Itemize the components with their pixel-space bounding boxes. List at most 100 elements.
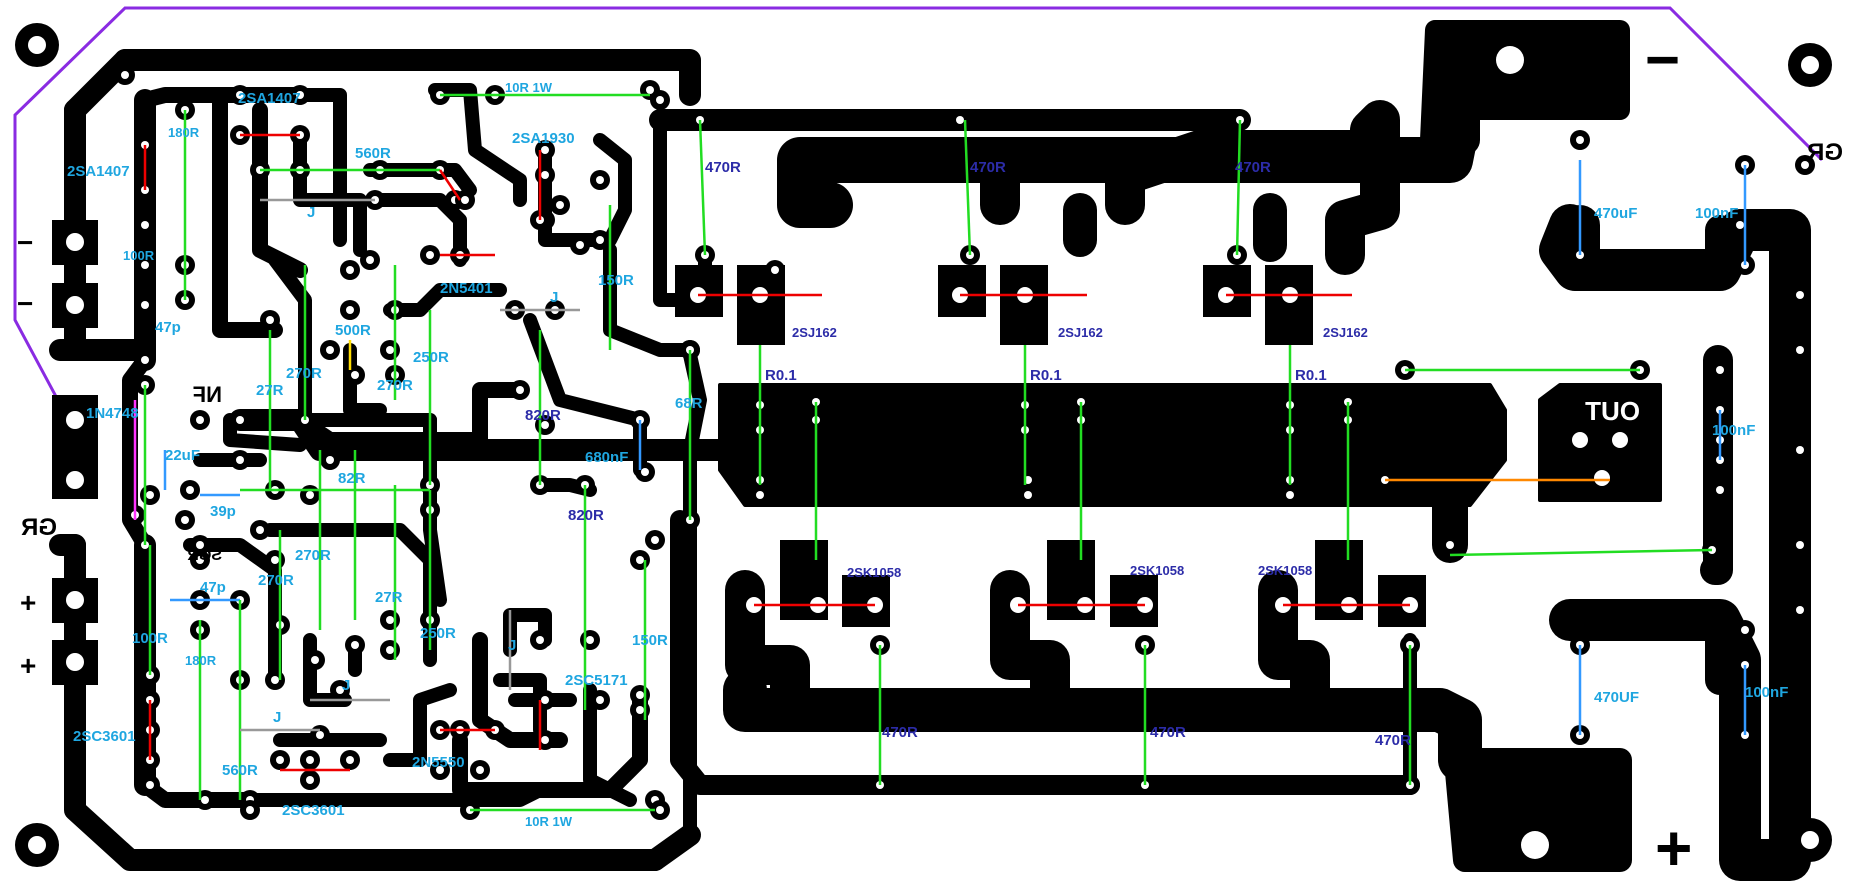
- pad-hole: [536, 636, 544, 644]
- label-r01-b3: R0.1: [1350, 517, 1382, 534]
- label-plus-2: +: [20, 650, 36, 681]
- pad-hole: [196, 416, 204, 424]
- label-j5: J: [273, 709, 281, 726]
- pad-hole: [346, 306, 354, 314]
- pad-hole: [386, 616, 394, 624]
- label-sk3: 2SK1058: [1258, 563, 1312, 578]
- pad-hole: [296, 91, 304, 99]
- label-c100n-2: 100nF: [1712, 422, 1755, 439]
- pad-hole: [271, 676, 279, 684]
- pad-hole: [346, 266, 354, 274]
- pad-hole: [326, 456, 334, 464]
- board-outline: [13, 6, 1824, 405]
- pad-hole: [146, 781, 154, 789]
- label-c100n-3: 100nF: [1745, 684, 1788, 701]
- label-r27a: 27R: [256, 382, 284, 399]
- label-r10r-bot: 10R 1W: [525, 814, 573, 829]
- pad-hole: [141, 261, 149, 269]
- pad-hole: [541, 696, 549, 704]
- pad-hole: [541, 171, 549, 179]
- pad-hole: [196, 556, 204, 564]
- pad-hole: [1796, 541, 1804, 549]
- pad-hole: [386, 346, 394, 354]
- label-r01-t2: R0.1: [1030, 367, 1062, 384]
- pad-hole: [436, 766, 444, 774]
- label-r820b: 820R: [568, 507, 604, 524]
- label-sk2: 2SK1058: [1130, 563, 1184, 578]
- label-r10r-top: 10R 1W: [505, 80, 553, 95]
- pad-hole: [636, 556, 644, 564]
- label-nf: NF: [193, 382, 222, 407]
- pad-hole: [236, 91, 244, 99]
- pad-hole: [1576, 136, 1584, 144]
- label-q7: 2SC3601: [73, 728, 136, 745]
- pad-hole: [476, 766, 484, 774]
- label-r470-b2: 470R: [1150, 724, 1186, 741]
- label-r500: 500R: [335, 322, 371, 339]
- label-gr-right: GR: [1807, 139, 1843, 166]
- terminal-blocks: [52, 220, 1655, 685]
- label-r270d: 270R: [258, 572, 294, 589]
- component-link: [698, 119, 707, 256]
- pad-hole: [1796, 291, 1804, 299]
- label-r180a: 180R: [168, 125, 200, 140]
- label-j2: J: [550, 289, 558, 306]
- label-r01-t3: R0.1: [1295, 367, 1327, 384]
- label-r270c: 270R: [295, 547, 331, 564]
- label-q3: 2SA1930: [512, 130, 575, 147]
- pad-hole: [956, 116, 964, 124]
- pad-hole: [246, 806, 254, 814]
- label-l25: 2.5u: [1505, 465, 1531, 480]
- pad-hole: [576, 241, 584, 249]
- label-minus-big: −: [1645, 26, 1680, 93]
- label-sk1: 2SK1058: [847, 565, 901, 580]
- component-link: [1449, 548, 1713, 557]
- pad-hole: [756, 491, 764, 499]
- label-r250a: 250R: [413, 349, 449, 366]
- label-r150a: 150R: [598, 272, 634, 289]
- label-r470-t3: 470R: [1235, 159, 1271, 176]
- label-sj1: 2SJ162: [792, 325, 837, 340]
- pad-hole: [596, 176, 604, 184]
- label-r470-t1: 470R: [705, 159, 741, 176]
- pad-hole: [646, 86, 654, 94]
- label-r68: 68R: [675, 395, 703, 412]
- pad-hole: [641, 468, 649, 476]
- label-q4: 2N5401: [440, 280, 493, 297]
- label-q1: 2SA1407: [238, 90, 301, 107]
- pad-hole: [201, 796, 209, 804]
- pad-hole: [461, 196, 469, 204]
- label-q5: 2SC5171: [565, 672, 628, 689]
- pad-hole: [651, 536, 659, 544]
- pad-hole: [586, 636, 594, 644]
- label-r270b: 270R: [377, 377, 413, 394]
- pad-hole: [1716, 366, 1724, 374]
- label-r470-b3: 470R: [1375, 732, 1411, 749]
- label-c47a: 47p: [155, 319, 181, 336]
- pad-hole: [541, 421, 549, 429]
- label-d1: 1N4748: [86, 405, 139, 422]
- pad-hole: [386, 646, 394, 654]
- pad-hole: [1796, 446, 1804, 454]
- pad-hole: [1741, 626, 1749, 634]
- pad-hole: [1796, 606, 1804, 614]
- label-r470-b1: 470R: [882, 724, 918, 741]
- component-link: [1235, 119, 1242, 256]
- label-r01-b2: R0.1: [1086, 517, 1118, 534]
- label-j1: J: [307, 204, 315, 221]
- label-gr-left: GR: [21, 514, 57, 541]
- label-r150b: 150R: [632, 632, 668, 649]
- label-out: OUT: [1585, 396, 1640, 426]
- label-c680n: 680nF: [585, 449, 628, 466]
- pad-hole: [1286, 491, 1294, 499]
- label-c39: 39p: [210, 503, 236, 520]
- pad-hole: [1796, 346, 1804, 354]
- pad-hole: [146, 491, 154, 499]
- pad-hole: [636, 691, 644, 699]
- label-r560b: 560R: [222, 762, 258, 779]
- pad-hole: [326, 346, 334, 354]
- label-r82: 82R: [338, 470, 366, 487]
- label-q2: 2SA1407: [67, 163, 130, 180]
- label-q8: 2SC3601: [282, 802, 345, 819]
